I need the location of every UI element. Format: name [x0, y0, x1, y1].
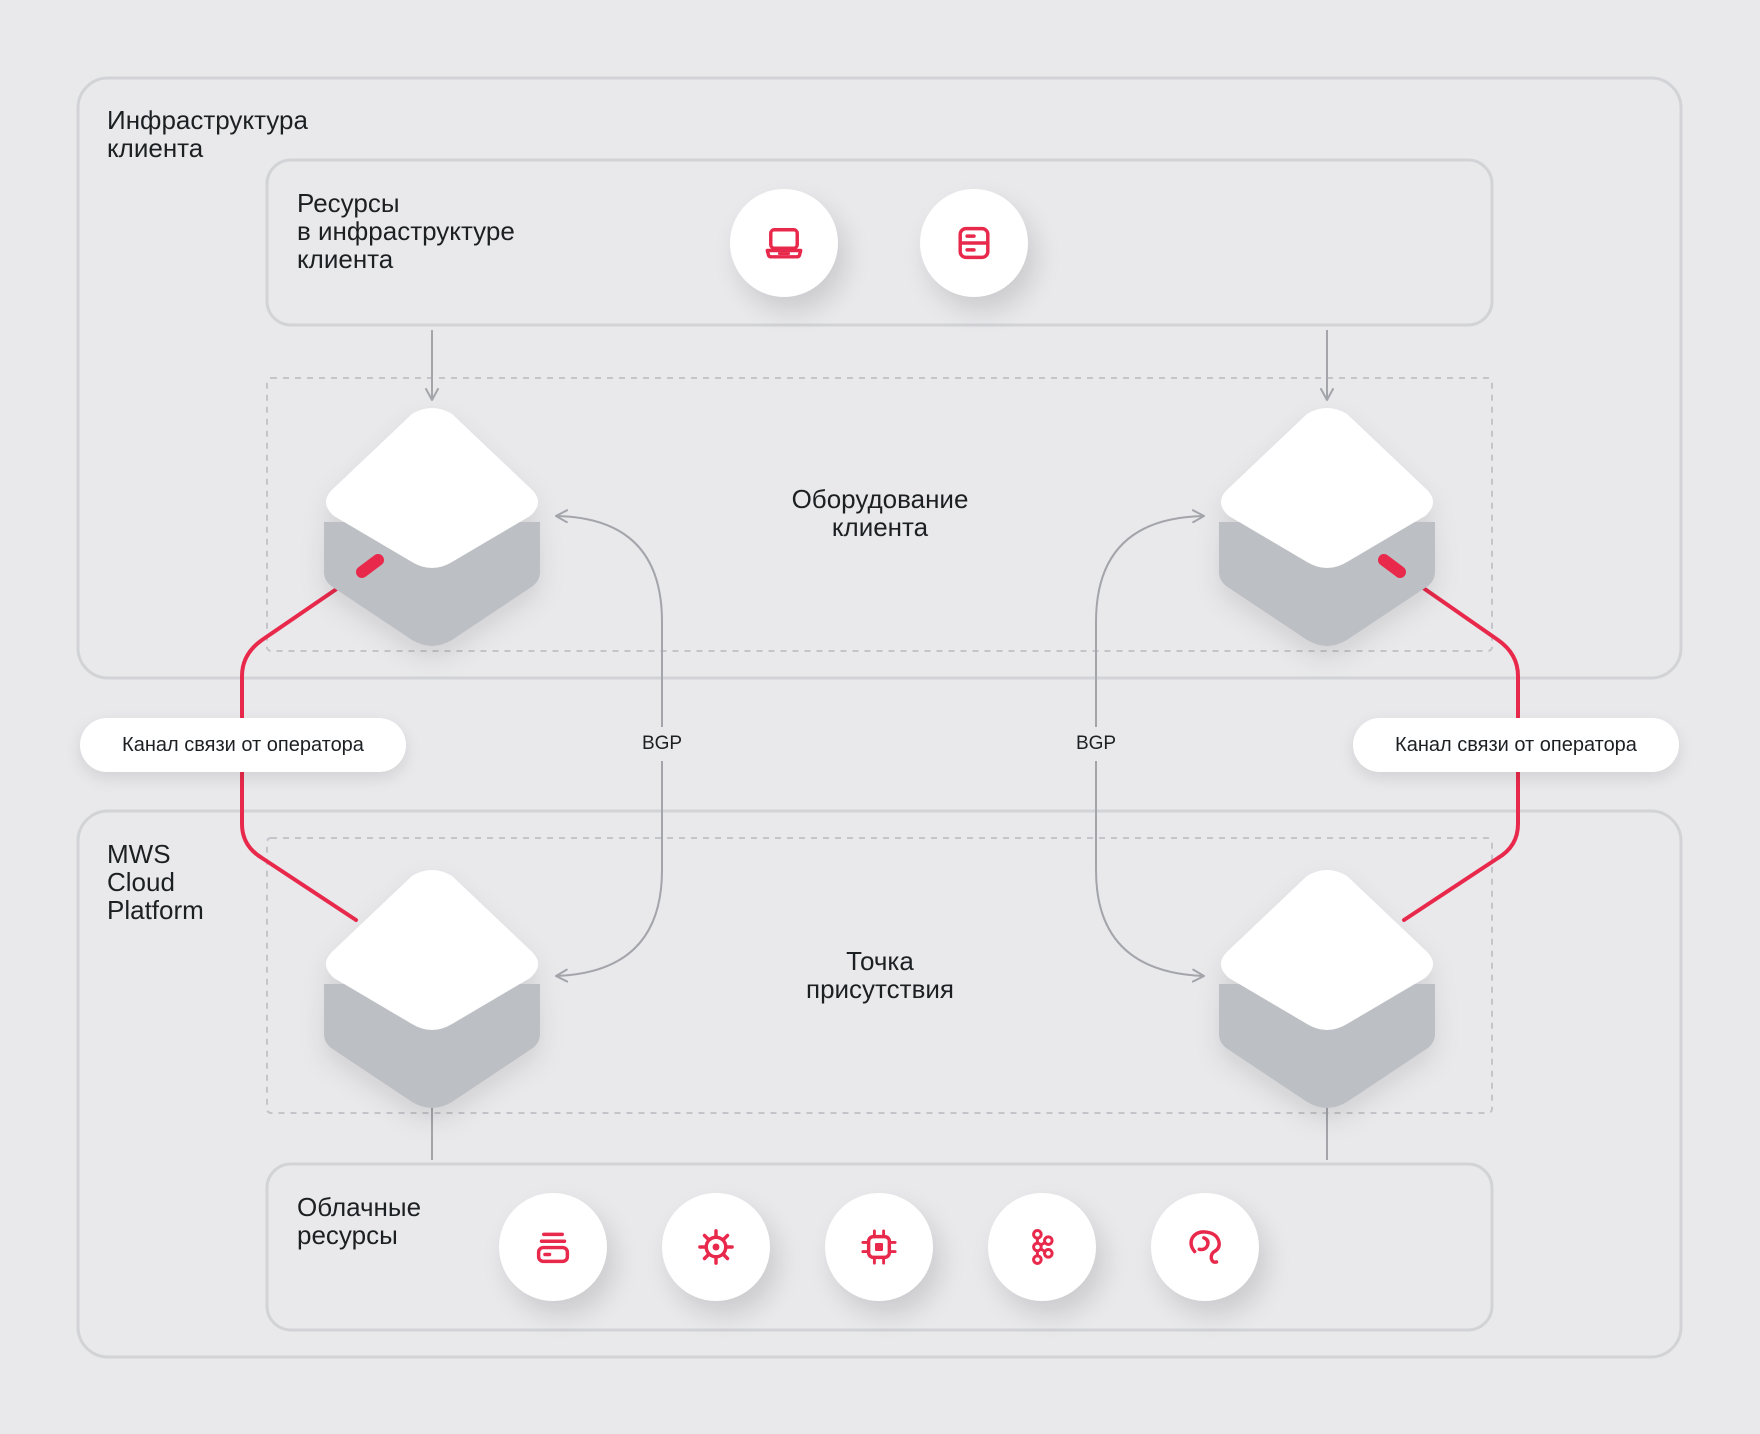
device-top: [326, 870, 538, 1030]
gear-resource: [662, 1193, 770, 1301]
operator-channel-label-left: Канал связи от оператора: [122, 733, 364, 756]
device-top: [1221, 870, 1433, 1030]
cable-plug-left: [356, 554, 384, 578]
device-top: [1221, 408, 1433, 568]
operator-channel-pill-right: Канал связи от оператора: [1353, 718, 1679, 772]
client-router-right: [1219, 408, 1435, 646]
pop-router-left: [324, 870, 540, 1108]
point-of-presence-title: Точка присутствия: [805, 946, 954, 1004]
chip-resource: [825, 1193, 933, 1301]
point-of-presence-zone: [266, 837, 1493, 1114]
device-top: [326, 408, 538, 568]
bgp-curve-right: [1095, 509, 1205, 742]
bgp-curve-left: [555, 509, 663, 742]
server-icon: [958, 226, 990, 260]
client-router-left: [324, 408, 540, 646]
operator-channel-label-right: Канал связи от оператора: [1395, 733, 1637, 756]
operator-channel-pill-left: Канал связи от оператора: [80, 718, 406, 772]
bgp-curve-left-lower: [555, 742, 663, 983]
bgp-curve-right-lower: [1095, 742, 1205, 983]
kafka-resource: [988, 1193, 1096, 1301]
gear-icon: [698, 1229, 734, 1265]
device-body: [324, 522, 540, 646]
elephant-resource: [1151, 1193, 1259, 1301]
kafka-icon: [1032, 1229, 1054, 1265]
device-body: [324, 984, 540, 1108]
server-resource: [920, 189, 1028, 297]
laptop-resource: [730, 189, 838, 297]
client-resources-title: Ресурсы в инфраструктуре клиента: [297, 188, 515, 274]
client-infra-frame: [76, 76, 1683, 680]
device-body: [1219, 522, 1435, 646]
mws-platform-frame: [76, 809, 1683, 1359]
laptop-icon: [765, 228, 803, 259]
client-equipment-title: Оборудование клиента: [791, 484, 969, 542]
pop-router-right: [1219, 870, 1435, 1108]
cloud-resources-title: Облачные ресурсы: [297, 1192, 422, 1250]
bgp-label-left: BGP: [637, 727, 687, 761]
chip-icon: [861, 1229, 897, 1265]
client-equipment-zone: [266, 377, 1493, 652]
storage-resource: [499, 1193, 607, 1301]
client-resources-frame: [265, 158, 1494, 327]
storage-icon: [536, 1232, 570, 1264]
mws-platform-title: MWS Cloud Platform: [107, 839, 204, 925]
elephant-icon: [1189, 1230, 1221, 1264]
client-infra-title: Инфраструктура клиента: [107, 105, 308, 163]
device-body: [1219, 984, 1435, 1108]
cable-plug-right: [1378, 554, 1406, 578]
cloud-resources-frame: [265, 1162, 1494, 1332]
bgp-label-right: BGP: [1071, 727, 1121, 761]
